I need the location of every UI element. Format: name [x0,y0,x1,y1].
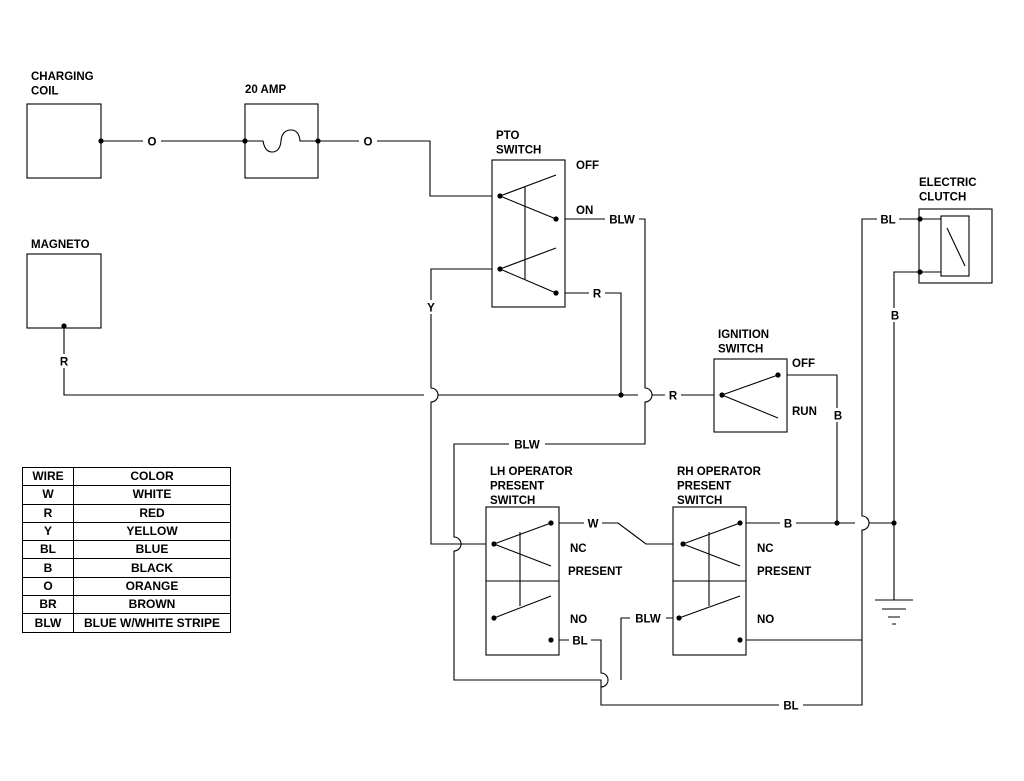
legend-header-color: COLOR [73,466,231,487]
legend-wire-code: R [22,503,74,523]
rh-contacts [678,522,741,619]
wire-bl-lh [551,639,609,688]
fuse-element [245,129,318,153]
pto-switch-box [491,159,566,308]
junction-dots [61,138,923,643]
wire-orange-2 [318,140,500,197]
clutch-coil-slash [946,227,966,267]
wire-label-bl-lh: BL [572,636,587,648]
legend-wire-code: BL [22,540,74,560]
lh-contacts [493,522,552,619]
wire-w-lh-rh [551,522,683,545]
legend-wire-color: BLUE [73,540,231,560]
legend-wire-code: BR [22,595,74,615]
wire-label-bl-clutch: BL [880,215,895,227]
position-labels: OFF ON OFF RUN NC PRESENT NO NC PRESENT … [568,160,817,626]
legend-wire-color: BLACK [73,558,231,578]
wire-r-magneto [63,326,424,396]
legend-wire-code: W [22,485,74,505]
wire-label-o1: O [148,137,157,149]
wire-label-blw-pto: BLW [609,215,635,227]
ignition-switch-box [713,358,788,433]
pto-contacts [499,174,557,294]
wire-b-ign [778,374,838,523]
pto-off-label: OFF [576,160,599,172]
clutch-leads [920,218,941,273]
wire-label-r-pto: R [593,289,602,301]
legend-wire-code: BLW [22,613,74,633]
legend-wire-color: WHITE [73,485,231,505]
lh-present-label: PRESENT [568,566,622,578]
wire-label-r-ign: R [669,391,678,403]
wire-label-b-rh: B [784,519,792,531]
lh-no-label: NO [570,614,587,626]
legend-wire-code: O [22,576,74,597]
pto-on-label: ON [576,205,593,217]
wire-label-y-pto: Y [427,303,435,315]
legend-header-row: WIRE COLOR [22,466,231,487]
lh-nc-label: NC [570,543,587,555]
wire-blw-pto [453,218,863,706]
legend-header-wire: WIRE [22,466,74,487]
legend-wire-color: YELLOW [73,521,231,542]
wire-b-clutch [893,271,920,600]
rh-present-label: PRESENT [757,566,811,578]
wire-label-b-clutch: B [891,311,899,323]
wire-label-r-magneto: R [60,357,69,369]
wire-label-b-ign: B [834,411,842,423]
wire-label-o2: O [364,137,373,149]
ignition-contacts [721,374,779,419]
rh-nc-label: NC [757,543,774,555]
wire-blw-rh [620,617,679,680]
ign-off-label: OFF [792,358,815,370]
magneto-label: MAGNETO [31,239,90,251]
wire-r-pto [556,292,622,395]
magneto-box [26,253,102,329]
wire-label-blw-mid: BLW [514,440,540,452]
legend-wire-color: BROWN [73,595,231,615]
legend-wire-code: B [22,558,74,578]
charging-coil-box [26,103,102,179]
wire-label-w-lh: W [588,519,599,531]
legend-wire-code: Y [22,521,74,542]
legend-wire-color: ORANGE [73,576,231,597]
legend-wire-color: BLUE W/WHITE STRIPE [73,613,231,633]
fuse-label: 20 AMP [245,84,286,96]
legend-wire-color: RED [73,503,231,523]
ign-run-label: RUN [792,406,817,418]
rh-no-label: NO [757,614,774,626]
ground-icon [875,599,913,625]
wire-labels: O O BLW R Y R R B BL B BLW W B BL BLW BL [57,134,901,713]
wire-label-blw-rh: BLW [635,614,661,626]
wire-label-bl-bottom: BL [783,701,798,713]
